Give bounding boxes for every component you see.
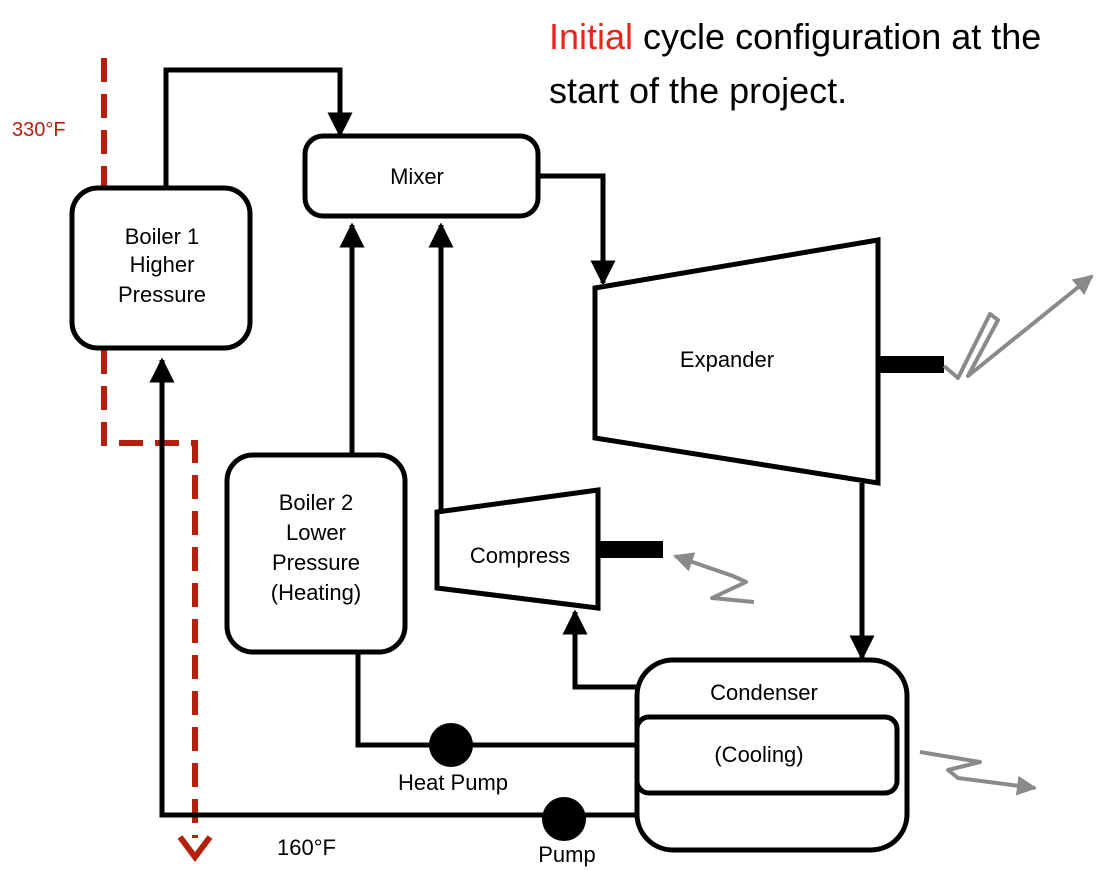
mixer-label: Mixer	[390, 164, 444, 189]
hot-stream-outlet-arrow	[177, 835, 213, 862]
expander-body	[592, 237, 881, 486]
pump: Pump	[538, 797, 596, 867]
boiler-1: Boiler 1 Higher Pressure	[69, 185, 253, 351]
condenser-heat-rejection-arrow	[919, 750, 1037, 796]
condenser-cooling-section	[634, 714, 900, 796]
boiler-2-box	[224, 452, 408, 655]
boiler-2-label-line-1: Boiler 2	[279, 490, 354, 515]
mixer: Mixer	[302, 133, 541, 219]
hot-stream: 330°F	[12, 58, 213, 862]
expander-work-arrow	[942, 274, 1094, 380]
compressor-label: Compress	[470, 543, 570, 568]
boiler1-to-mixer-line	[163, 67, 353, 188]
compressor-shaft	[598, 541, 663, 558]
heat-pump: Heat Pump	[398, 723, 508, 795]
expander-shaft	[878, 356, 944, 373]
condenser-to-compressor-line	[562, 609, 637, 690]
heat-pump-line	[345, 625, 637, 748]
mixer-box	[302, 133, 541, 219]
mixer-to-expander-line	[538, 173, 616, 286]
boiler-1-label-line-1: Boiler 1	[125, 224, 200, 249]
boiler-2-label-line-2: Lower	[286, 520, 346, 545]
diagram-caption: Initial cycle configuration at the start…	[549, 10, 1099, 118]
boiler-1-box	[69, 185, 253, 351]
heat-pump-label: Heat Pump	[398, 770, 508, 795]
flow-lines	[149, 67, 875, 818]
condenser: Condenser (Cooling)	[634, 657, 1037, 853]
expander-label: Expander	[680, 347, 774, 372]
pump-symbol	[542, 797, 586, 841]
compressor-work-arrow	[673, 552, 755, 604]
outlet-temperature-label: 160°F	[277, 835, 336, 860]
condenser-cooling-label: (Cooling)	[714, 742, 803, 767]
compressor-body	[434, 487, 601, 611]
caption-highlight: Initial	[549, 16, 634, 57]
compressor: Compress	[434, 487, 755, 611]
boiler-1-label-line-3: Pressure	[118, 282, 206, 307]
condenser-label: Condenser	[710, 680, 818, 705]
boiler-2: Boiler 2 Lower Pressure (Heating)	[224, 452, 408, 655]
boiler-2-label-line-4: (Heating)	[271, 580, 361, 605]
boiler-2-label-line-3: Pressure	[272, 550, 360, 575]
inlet-temperature-label: 330°F	[12, 119, 66, 141]
pump-line	[149, 357, 637, 818]
caption-text: cycle configuration at the start of the …	[549, 16, 1042, 111]
heat-pump-symbol	[429, 723, 473, 767]
expander: Expander	[592, 237, 1094, 486]
pump-label: Pump	[538, 842, 595, 867]
boiler-1-label-line-2: Higher	[130, 252, 195, 277]
